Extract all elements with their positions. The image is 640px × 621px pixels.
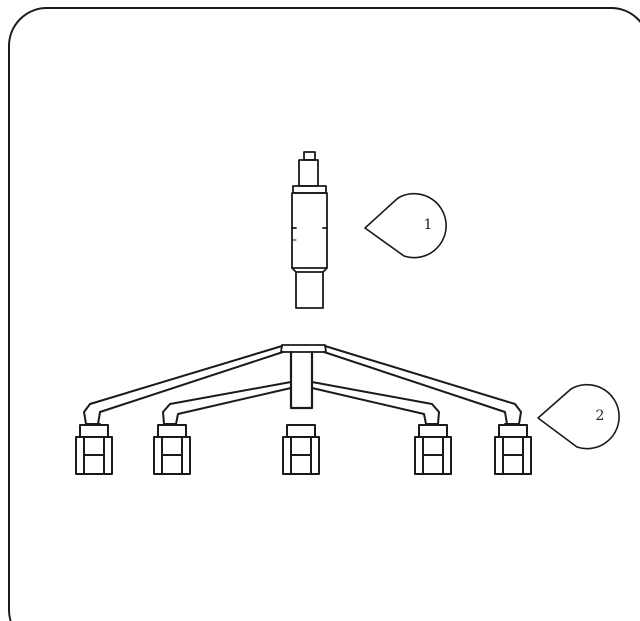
caster-4 — [414, 424, 452, 475]
callout-2: 2 — [537, 383, 620, 450]
gas-lift-cylinder — [291, 151, 328, 309]
caster-3 — [282, 424, 320, 475]
panel-border — [8, 7, 640, 621]
callout-1-label: 1 — [424, 217, 433, 233]
callout-2-label: 2 — [596, 408, 605, 424]
caster-5 — [494, 424, 532, 475]
caster-1 — [75, 424, 113, 475]
caster-2 — [153, 424, 191, 475]
callout-1: 1 — [364, 192, 447, 259]
five-star-base — [83, 344, 522, 425]
